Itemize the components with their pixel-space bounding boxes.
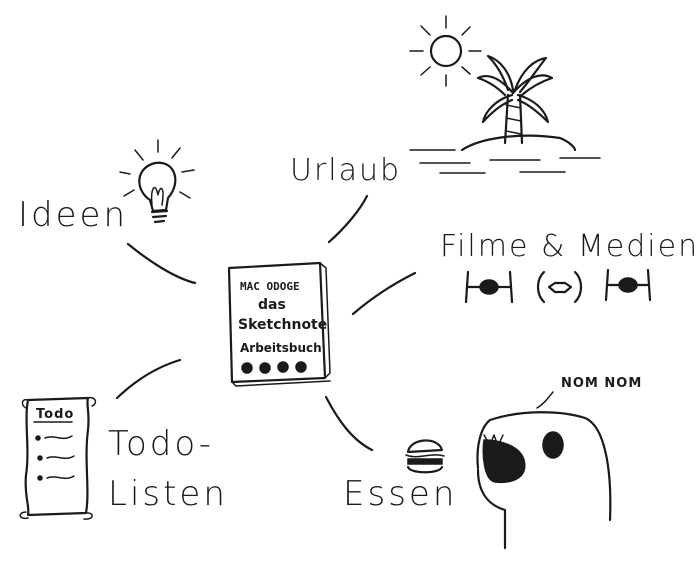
connector-urlaub bbox=[327, 194, 369, 244]
todo-scroll-icon: Todo bbox=[19, 396, 97, 520]
topic-urlaub: Urlaub bbox=[290, 153, 401, 188]
palm-island-icon bbox=[409, 54, 601, 174]
lightbulb-icon bbox=[119, 139, 195, 224]
book-title-sketchnote: Sketchnote bbox=[238, 317, 327, 333]
burger-icon bbox=[405, 439, 445, 474]
book-title-arbeitsbuch: Arbeitsbuch bbox=[240, 341, 322, 355]
monster-icon bbox=[476, 411, 612, 550]
connector-filme bbox=[351, 271, 417, 316]
connector-essen bbox=[324, 395, 374, 452]
book-author: MAC ODOGE bbox=[240, 280, 300, 293]
speech-line bbox=[536, 391, 554, 409]
book-title-word: das bbox=[258, 297, 286, 313]
topic-ideen: Ideen bbox=[18, 195, 128, 235]
sun-icon bbox=[409, 15, 482, 87]
connector-ideen bbox=[126, 242, 197, 285]
topic-todo-line2: Listen bbox=[108, 474, 228, 514]
topic-essen: Essen bbox=[343, 474, 457, 514]
center-book: MAC ODOGE das Sketchnote Arbeitsbuch bbox=[227, 261, 331, 387]
tie-fighter-icon bbox=[464, 270, 514, 304]
todo-header: Todo bbox=[36, 407, 74, 422]
tie-fighter-icon-2 bbox=[604, 268, 652, 302]
topic-todo-line1: Todo- bbox=[108, 424, 214, 464]
connector-lines bbox=[115, 194, 417, 452]
connector-todo bbox=[115, 358, 182, 400]
monster-speech: NOM NOM bbox=[561, 376, 642, 391]
film-icon bbox=[536, 270, 583, 304]
topic-filme-medien: Filme & Medien bbox=[440, 229, 699, 264]
